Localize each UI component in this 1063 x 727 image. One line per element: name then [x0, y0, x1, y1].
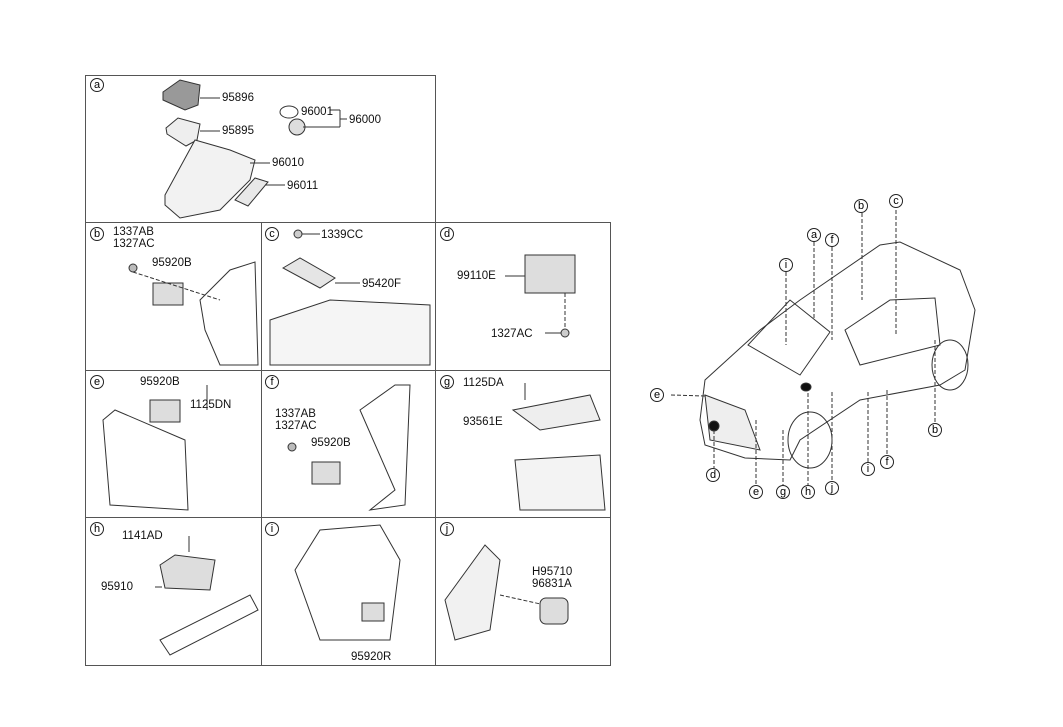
- part-label: 1337AB: [275, 408, 316, 420]
- part-label: 95920B: [152, 257, 192, 269]
- part-label: 96010: [272, 157, 304, 169]
- part-label: 1339CC: [321, 229, 364, 241]
- vehicle-callout: i: [779, 258, 793, 272]
- vehicle-callout: f: [825, 233, 839, 247]
- part-label: H95710: [532, 566, 573, 578]
- vehicle-callout: c: [889, 194, 903, 208]
- panel-b: [85, 222, 262, 371]
- part-label: 96011: [287, 180, 319, 192]
- panel-d: [435, 222, 611, 371]
- panel-letter: e: [90, 375, 104, 389]
- panel-letter: i: [265, 522, 279, 536]
- vehicle-callout: b: [928, 423, 942, 437]
- part-label: 99110E: [457, 270, 496, 282]
- vehicle-callout: b: [854, 199, 868, 213]
- part-label: 1337AB: [113, 226, 154, 238]
- part-label: 93561E: [463, 416, 503, 428]
- vehicle-callout: j: [825, 481, 839, 495]
- vehicle-callout: f: [880, 455, 894, 469]
- panel-letter: b: [90, 227, 104, 241]
- part-label: 95910: [101, 581, 133, 593]
- panel-g: [435, 370, 611, 518]
- panel-c: [261, 222, 436, 371]
- part-95895-shape: [165, 117, 201, 147]
- panel-e: [85, 370, 262, 518]
- panel-letter: g: [440, 375, 454, 389]
- panel-j: [435, 517, 611, 666]
- panel-letter: h: [90, 522, 104, 536]
- part-label: 96000: [349, 114, 381, 126]
- part-label: 95895: [222, 125, 254, 137]
- vehicle-callout: g: [776, 485, 790, 499]
- part-label: 95896: [222, 92, 254, 104]
- vehicle-callout: e: [650, 388, 664, 402]
- part-label: 1327AC: [275, 420, 317, 432]
- vehicle-callout: i: [861, 462, 875, 476]
- vehicle-callout: a: [807, 228, 821, 242]
- part-96011-shape: [234, 177, 269, 207]
- part-label: 1141AD: [122, 530, 163, 542]
- panel-letter: a: [90, 78, 104, 92]
- vehicle-callout: e: [749, 485, 763, 499]
- part-96010-shape: [164, 139, 256, 219]
- panel-letter: j: [440, 522, 454, 536]
- part-label: 95920R: [351, 651, 392, 663]
- part-label: 1125DA: [463, 377, 504, 389]
- part-label: 95420F: [362, 278, 402, 290]
- vehicle-callout: h: [801, 485, 815, 499]
- panel-letter: d: [440, 227, 454, 241]
- vehicle-callout: d: [706, 468, 720, 482]
- panel-letter: c: [265, 227, 279, 241]
- panel-letter: f: [265, 375, 279, 389]
- part-label: 95920B: [311, 437, 351, 449]
- panel-a: [85, 75, 436, 223]
- part-label: 95920B: [140, 376, 180, 388]
- vehicle-outline: [699, 241, 976, 469]
- part-label: 96001: [301, 106, 333, 118]
- panel-i: [261, 517, 436, 666]
- part-96001-shape: [279, 105, 299, 119]
- part-95896-shape: [162, 79, 201, 111]
- part-label: 1327AC: [491, 328, 533, 340]
- part-label: 1125DN: [190, 399, 232, 411]
- part-label: 96831A: [532, 578, 572, 590]
- part-label: 1327AC: [113, 238, 155, 250]
